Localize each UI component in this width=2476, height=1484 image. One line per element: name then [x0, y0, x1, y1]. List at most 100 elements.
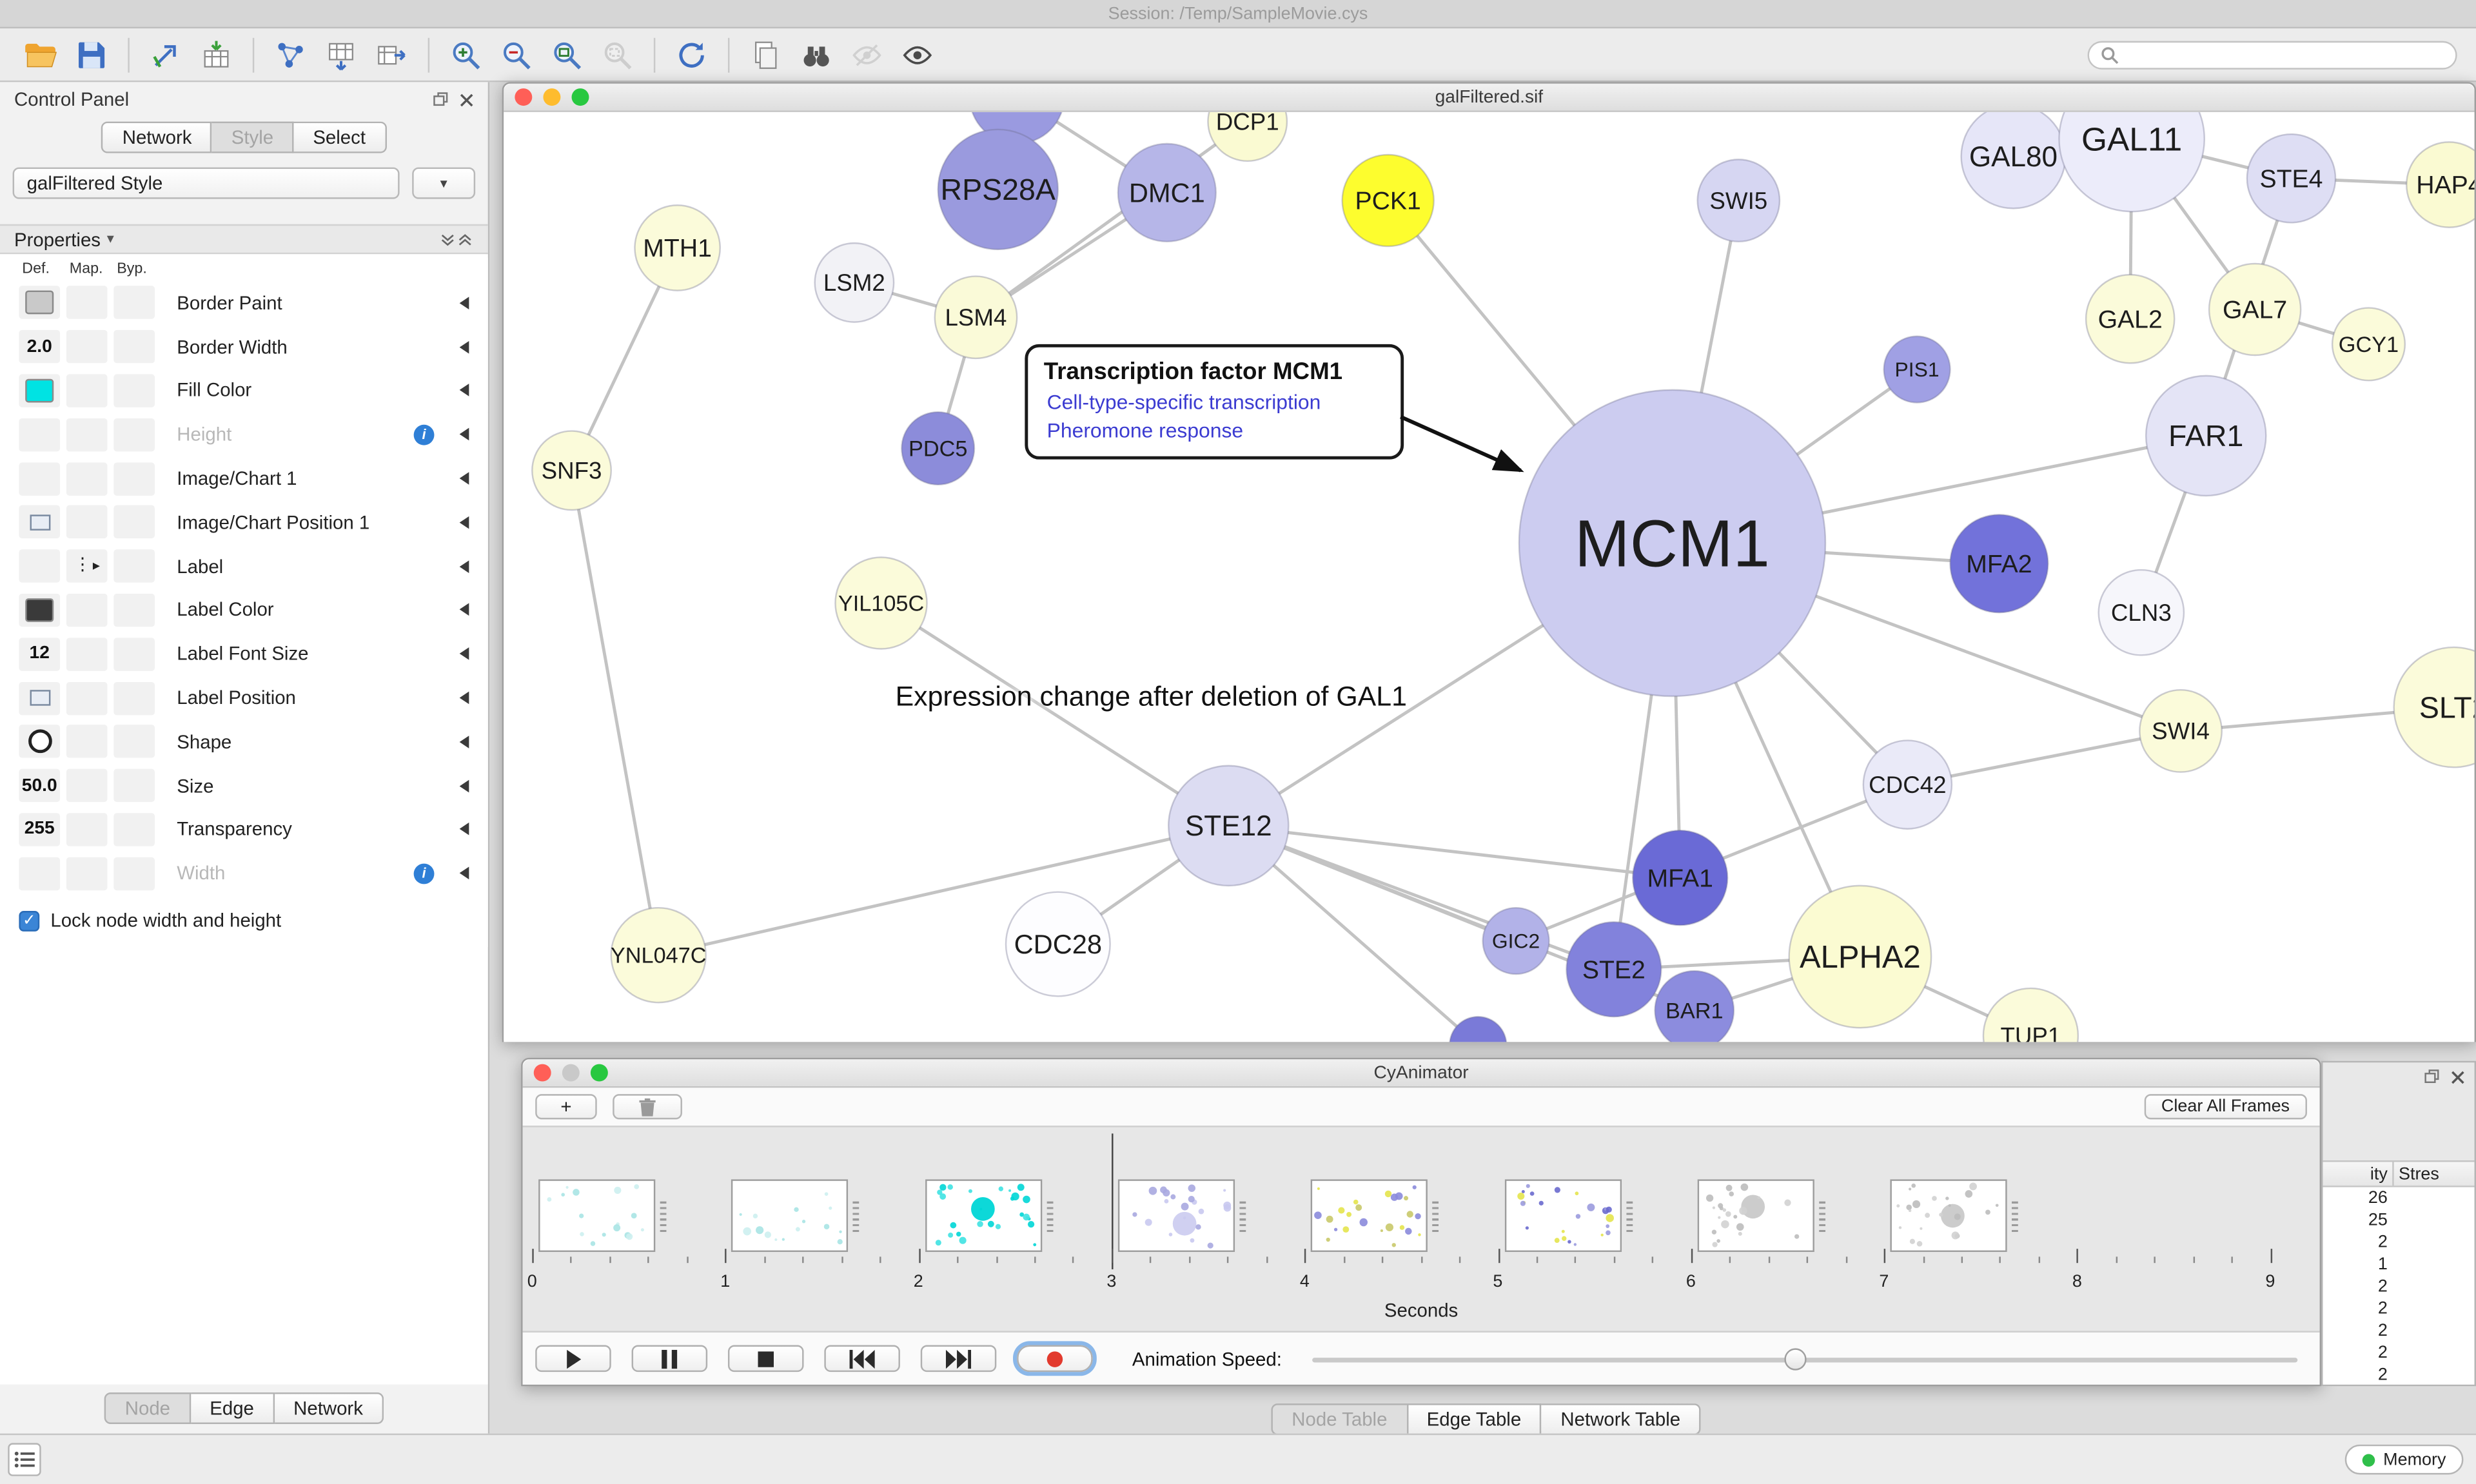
edge-DCP1-LSM4[interactable]: [975, 120, 1249, 319]
node-MFA2[interactable]: MFA2: [1949, 514, 2049, 614]
node-DMC1[interactable]: DMC1: [1117, 142, 1217, 242]
expand-arrow-icon[interactable]: [459, 428, 469, 441]
node-_bottom[interactable]: [1449, 1015, 1508, 1042]
bypass-cell[interactable]: [113, 462, 155, 495]
close-icon[interactable]: [2451, 1069, 2465, 1084]
tab-select[interactable]: Select: [293, 121, 386, 153]
zoom-traffic-light[interactable]: [571, 88, 589, 106]
default-value-cell[interactable]: 12: [19, 637, 61, 671]
first-frame-button[interactable]: [824, 1345, 900, 1372]
node-GAL80[interactable]: GAL80: [1960, 112, 2067, 210]
property-row-image-chart-position-1[interactable]: Image/Chart Position 1: [0, 500, 488, 545]
playhead[interactable]: [1111, 1133, 1114, 1269]
frame-drag-handle[interactable]: [1818, 1201, 1825, 1233]
frame-thumbnail-6[interactable]: [1504, 1179, 1633, 1253]
expand-arrow-icon[interactable]: [459, 297, 469, 309]
annotation-link[interactable]: Pheromone response: [1046, 418, 1244, 442]
first-neighbors-button[interactable]: [794, 34, 839, 75]
frame-thumbnail-1[interactable]: [538, 1179, 667, 1253]
float-window-icon[interactable]: [2424, 1069, 2439, 1084]
style-select[interactable]: galFiltered Style: [12, 167, 400, 199]
node-MCM1[interactable]: MCM1: [1518, 389, 1827, 698]
expand-arrow-icon[interactable]: [459, 823, 469, 836]
float-window-icon[interactable]: [433, 92, 448, 107]
node-HAP4[interactable]: HAP4: [2406, 141, 2475, 228]
bypass-cell[interactable]: [113, 813, 155, 846]
node-YNL047C[interactable]: YNL047C: [610, 906, 707, 1004]
frame-thumbnail-2[interactable]: [731, 1179, 860, 1253]
tab-style[interactable]: Style: [212, 121, 294, 153]
open-session-button[interactable]: [19, 34, 63, 75]
node-PIS1[interactable]: PIS1: [1883, 335, 1951, 404]
default-value-cell[interactable]: [19, 418, 61, 451]
table-row[interactable]: 2: [2323, 1231, 2474, 1253]
save-session-button[interactable]: [70, 34, 114, 75]
mapping-cell[interactable]: [66, 462, 108, 495]
edge-YIL105C-STE12[interactable]: [880, 601, 1230, 827]
node-GAL7[interactable]: GAL7: [2208, 262, 2302, 356]
default-value-cell[interactable]: 255: [19, 813, 61, 846]
node-BAR1[interactable]: BAR1: [1654, 970, 1735, 1042]
frame-drag-handle[interactable]: [1432, 1201, 1439, 1233]
node-PDC5[interactable]: PDC5: [901, 411, 976, 486]
node-GCY1[interactable]: GCY1: [2331, 307, 2406, 382]
expand-arrow-icon[interactable]: [459, 779, 469, 792]
mapping-cell[interactable]: [66, 330, 108, 364]
mapping-cell[interactable]: [66, 418, 108, 451]
bypass-cell[interactable]: [113, 637, 155, 671]
table-row[interactable]: 2: [2323, 1276, 2474, 1298]
mapping-cell[interactable]: [66, 593, 108, 627]
edge-YNL047C-STE12[interactable]: [658, 824, 1229, 957]
default-value-cell[interactable]: [19, 725, 61, 759]
tab-edge[interactable]: Edge: [190, 1392, 275, 1424]
table-row[interactable]: 2: [2323, 1298, 2474, 1320]
expand-arrow-icon[interactable]: [459, 384, 469, 397]
default-value-cell[interactable]: 2.0: [19, 330, 61, 364]
mapping-cell[interactable]: [66, 637, 108, 671]
mapping-cell[interactable]: [66, 505, 108, 540]
tab-node[interactable]: Node: [104, 1392, 191, 1424]
tab-network[interactable]: Network: [101, 121, 213, 153]
record-button[interactable]: [1017, 1345, 1093, 1372]
refresh-layout-button[interactable]: [669, 34, 714, 75]
expand-arrow-icon[interactable]: [459, 560, 469, 573]
default-value-cell[interactable]: [19, 593, 61, 627]
table-row[interactable]: 2: [2323, 1364, 2474, 1384]
bypass-cell[interactable]: [113, 418, 155, 451]
speed-slider[interactable]: [1312, 1345, 2298, 1372]
frame-drag-handle[interactable]: [660, 1201, 667, 1233]
new-network-button[interactable]: [268, 34, 313, 75]
node-MTH1[interactable]: MTH1: [634, 204, 721, 291]
node-GAL2[interactable]: GAL2: [2085, 273, 2176, 364]
node-MFA1[interactable]: MFA1: [1632, 829, 1729, 926]
default-value-cell[interactable]: [19, 549, 61, 583]
import-network-button[interactable]: [144, 34, 188, 75]
node-TUP1[interactable]: TUP1: [1982, 987, 2079, 1042]
stop-button[interactable]: [727, 1345, 804, 1372]
default-value-cell[interactable]: [19, 681, 61, 715]
node-FAR1[interactable]: FAR1: [2145, 375, 2267, 497]
property-row-label-position[interactable]: Label Position: [0, 676, 488, 720]
default-value-cell[interactable]: 50.0: [19, 769, 61, 803]
property-row-shape[interactable]: Shape: [0, 719, 488, 764]
column-header[interactable]: Stres: [2399, 1164, 2439, 1184]
edge-STE12-MFA1[interactable]: [1228, 824, 1680, 880]
mapping-cell[interactable]: [66, 725, 108, 759]
cyanimator-titlebar[interactable]: CyAnimator: [522, 1059, 2320, 1088]
default-value-cell[interactable]: [19, 857, 61, 890]
node-GAL11[interactable]: GAL11: [2058, 112, 2205, 213]
bypass-cell[interactable]: [113, 505, 155, 540]
frame-drag-handle[interactable]: [1239, 1201, 1246, 1233]
frame-drag-handle[interactable]: [1046, 1201, 1053, 1233]
mapping-cell[interactable]: ⋮▸: [66, 549, 108, 583]
frame-drag-handle[interactable]: [2012, 1201, 2019, 1233]
mcm1-annotation[interactable]: Transcription factor MCM1 Cell-type-spec…: [1025, 344, 1404, 460]
copy-view-button[interactable]: [743, 34, 788, 75]
show-all-button[interactable]: [896, 34, 940, 75]
import-table-button[interactable]: [194, 34, 239, 75]
bypass-cell[interactable]: [113, 769, 155, 803]
frame-thumbnail-4[interactable]: [1117, 1179, 1246, 1253]
